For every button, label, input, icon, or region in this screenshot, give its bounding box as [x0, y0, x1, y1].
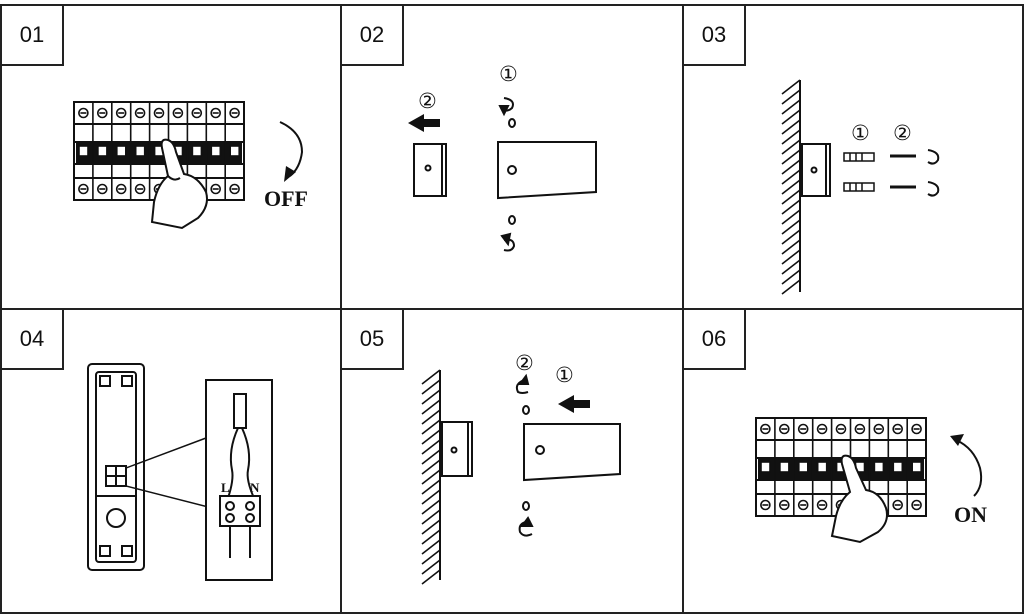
step-panel-06: 06 ON — [682, 308, 1024, 614]
step-number-05: 05 — [342, 310, 404, 370]
rotate-icon — [927, 149, 940, 197]
remove-cover-illustration — [408, 97, 597, 252]
left-arrow-icon — [558, 395, 590, 413]
rotate-up-arrow-icon — [955, 439, 983, 497]
screw-top-icon — [498, 97, 516, 128]
zoom-lines — [125, 437, 221, 511]
hand-icon — [830, 454, 888, 544]
step-marker-1: ① — [499, 62, 518, 86]
wall-mount-base — [441, 421, 473, 477]
left-arrow-icon — [408, 114, 440, 132]
terminal-label-live: L — [221, 480, 230, 495]
step-marker-2: ② — [515, 351, 534, 375]
step-number-02: 02 — [342, 6, 404, 66]
wiring-illustration — [87, 363, 273, 581]
terminal-detail-box — [205, 379, 273, 581]
step-marker-1: ① — [555, 363, 574, 387]
step-panel-04: 04 — [0, 308, 342, 614]
step-number-01: 01 — [2, 6, 64, 66]
step-panel-01: 01 OFF — [0, 4, 342, 310]
mounting-plate — [87, 363, 145, 571]
step-panel-02: 02 — [340, 4, 684, 310]
step-number-06: 06 — [684, 310, 746, 370]
breaker-off-illustration — [73, 101, 304, 230]
terminal-label-neutral: N — [250, 480, 260, 495]
step-number-03: 03 — [684, 6, 746, 66]
step-panel-03: 03 — [682, 4, 1024, 310]
wall-mount-base — [801, 143, 831, 197]
screw-bottom-icon — [500, 215, 516, 252]
attach-cover-illustration — [421, 369, 621, 585]
rotate-down-arrow-icon — [279, 121, 304, 177]
hand-icon — [150, 138, 208, 230]
breaker-on-illustration — [755, 417, 983, 544]
step-marker-1: ① — [851, 121, 870, 145]
step-panel-05: 05 — [340, 308, 684, 614]
off-label: OFF — [264, 186, 308, 211]
wall-hatch — [421, 369, 441, 585]
lamp-cover — [497, 141, 597, 200]
wall-anchor-illustration — [781, 79, 940, 295]
screw-top-icon — [515, 373, 530, 415]
step-marker-2: ② — [418, 89, 437, 113]
on-label: ON — [954, 502, 987, 527]
screw-icon — [890, 154, 916, 189]
step-marker-2: ② — [893, 121, 912, 145]
wall-plug-icon — [843, 152, 875, 192]
wall-mount-base — [413, 143, 447, 197]
wall-hatch — [781, 79, 801, 295]
lamp-cover — [523, 423, 621, 482]
step-number-04: 04 — [2, 310, 64, 370]
screw-bottom-icon — [518, 501, 534, 537]
